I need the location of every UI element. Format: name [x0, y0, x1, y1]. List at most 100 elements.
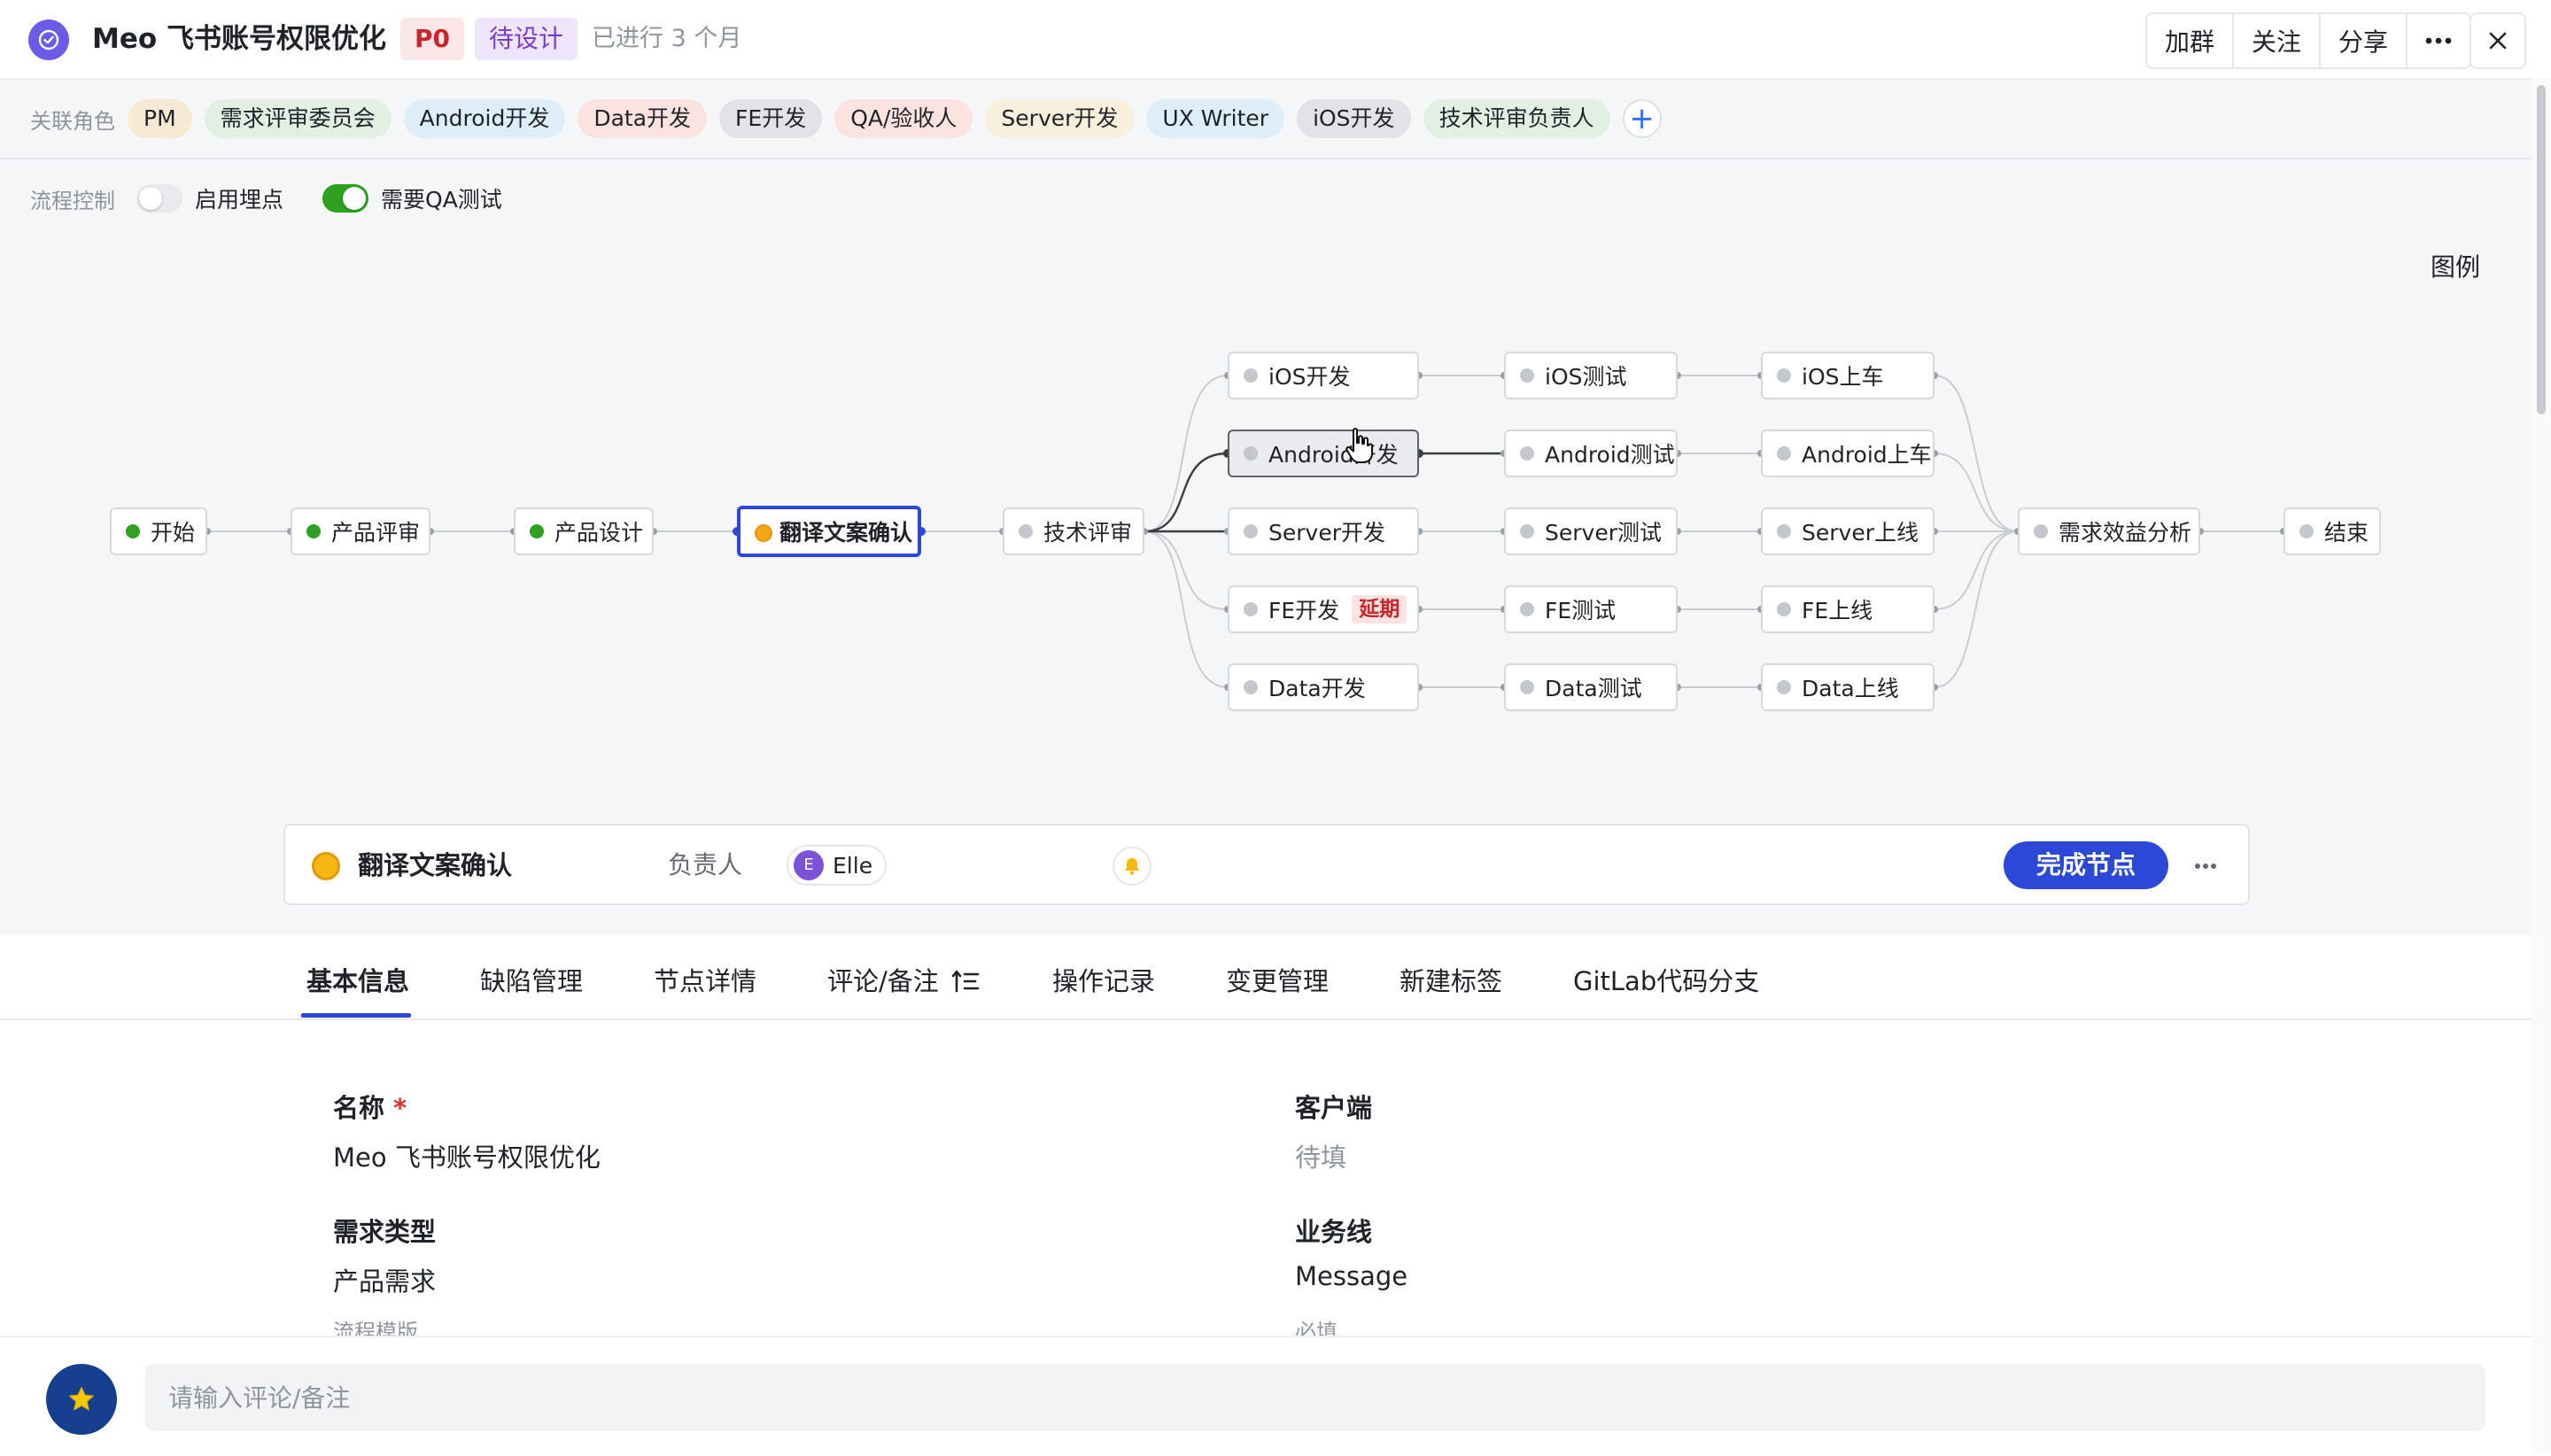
role-tag[interactable]: UX Writer [1146, 99, 1285, 138]
status-dot [1520, 368, 1534, 383]
owner-chip[interactable]: E Elle [787, 845, 888, 886]
flow-node-ios-dev[interactable]: iOS开发 [1228, 352, 1419, 399]
remind-button[interactable] [1113, 847, 1151, 886]
flow-node-data-dev[interactable]: Data开发 [1228, 663, 1419, 711]
tab-new-label[interactable]: 新建标签 [1400, 966, 1503, 996]
status-dot [1520, 446, 1534, 461]
follow-button[interactable]: 关注 [2234, 14, 2322, 67]
page-title: Meo 飞书账号权限优化 [92, 23, 386, 55]
sort-icon[interactable] [951, 969, 980, 994]
flow-node-start[interactable]: 开始 [110, 507, 207, 555]
elapsed-time: 已进行 3 个月 [592, 25, 742, 52]
name-field-label: 名称* [333, 1088, 407, 1125]
scrollbar-thumb[interactable] [2537, 85, 2546, 414]
flow-node-android-dev[interactable]: Android开发 [1228, 430, 1419, 477]
node-label: iOS开发 [1268, 364, 1351, 390]
node-label: 结束 [2324, 520, 2369, 546]
node-label: FE开发 [1268, 598, 1340, 623]
comment-input[interactable] [145, 1364, 2485, 1431]
role-tag[interactable]: QA/验收人 [834, 99, 973, 138]
flow-node-server-dev[interactable]: Server开发 [1228, 507, 1419, 555]
flow-node-benefit-analysis[interactable]: 需求效益分析 [2018, 507, 2200, 555]
flow-node-android-test[interactable]: Android测试 [1504, 430, 1678, 477]
role-tag[interactable]: FE开发 [719, 99, 823, 138]
flow-node-translation-confirm[interactable]: 翻译文案确认 [737, 506, 921, 557]
business-field-value[interactable]: Message [1295, 1261, 1408, 1291]
tab-basic-info[interactable]: 基本信息 [306, 966, 410, 996]
role-tag[interactable]: 需求评审委员会 [204, 99, 392, 138]
status-dot [1520, 602, 1534, 616]
close-button[interactable] [2470, 12, 2526, 69]
role-tag[interactable]: PM [128, 99, 192, 138]
node-label: Android上车 [1802, 442, 1932, 468]
node-label: 技术评审 [1043, 520, 1133, 546]
join-group-button[interactable]: 加群 [2147, 14, 2235, 67]
tab-operation-log[interactable]: 操作记录 [1052, 966, 1156, 996]
tab-defects[interactable]: 缺陷管理 [480, 966, 584, 996]
type-field-value[interactable]: 产品需求 [333, 1266, 437, 1297]
flow-node-tech-review[interactable]: 技术评审 [1003, 507, 1144, 555]
flow-node-fe-dev[interactable]: FE开发延期 [1228, 585, 1419, 633]
tab-gitlab-branch[interactable]: GitLab代码分支 [1573, 966, 1760, 996]
flow-node-product-review[interactable]: 产品评审 [291, 507, 430, 555]
close-icon [2489, 32, 2507, 50]
more-icon [2425, 37, 2452, 44]
status-dot [1777, 602, 1791, 616]
more-button[interactable] [2408, 14, 2470, 67]
top-header: Meo 飞书账号权限优化 P0 待设计 已进行 3 个月 加群 关注 分享 [0, 0, 2551, 80]
node-label: Android开发 [1268, 442, 1399, 468]
priority-badge[interactable]: P0 [400, 18, 465, 60]
status-dot [1244, 446, 1258, 461]
tab-comments[interactable]: 评论/备注 [827, 966, 939, 996]
comment-bar [0, 1336, 2532, 1456]
flow-node-data-test[interactable]: Data测试 [1504, 663, 1678, 711]
status-dot [1520, 680, 1534, 694]
add-role-button[interactable]: + [1622, 99, 1662, 138]
role-tag[interactable]: Android开发 [403, 99, 566, 138]
tracking-toggle[interactable] [136, 184, 182, 213]
complete-node-button[interactable]: 完成节点 [2004, 841, 2168, 889]
flow-node-fe-release[interactable]: FE上线 [1761, 585, 1935, 633]
status-dot [530, 524, 544, 538]
flow-node-server-test[interactable]: Server测试 [1504, 507, 1678, 555]
role-tag[interactable]: iOS开发 [1297, 99, 1411, 138]
avatar: E [794, 850, 824, 880]
tab-change-management[interactable]: 变更管理 [1226, 966, 1330, 996]
role-tag[interactable]: 技术评审负责人 [1423, 99, 1610, 138]
active-tab-indicator [301, 1013, 411, 1018]
flow-node-android-release[interactable]: Android上车 [1761, 430, 1935, 477]
owner-label: 负责人 [668, 850, 743, 879]
flow-node-end[interactable]: 结束 [2283, 507, 2381, 555]
tab-node-details[interactable]: 节点详情 [654, 966, 757, 996]
field-label: 名称 [333, 1093, 385, 1123]
node-label: Server开发 [1268, 520, 1385, 546]
status-dot [1244, 524, 1258, 538]
flow-node-ios-test[interactable]: iOS测试 [1504, 352, 1678, 399]
client-field-value[interactable]: 待填 [1295, 1142, 1347, 1173]
node-label: 翻译文案确认 [779, 520, 913, 546]
business-field-label: 业务线 [1295, 1217, 1373, 1247]
name-field-value[interactable]: Meo 飞书账号权限优化 [333, 1142, 601, 1173]
requirement-icon [28, 19, 69, 60]
scrollbar-track[interactable] [2532, 78, 2551, 1454]
flow-node-fe-test[interactable]: FE测试 [1504, 585, 1678, 633]
node-label: Data开发 [1268, 676, 1366, 701]
role-tag[interactable]: Data开发 [578, 99, 708, 138]
flow-node-data-release[interactable]: Data上线 [1761, 663, 1935, 711]
node-more-button[interactable] [2186, 847, 2225, 886]
qa-test-toggle[interactable] [322, 184, 369, 213]
flow-node-product-design[interactable]: 产品设计 [514, 507, 654, 555]
flow-node-ios-release[interactable]: iOS上车 [1761, 352, 1935, 399]
status-dot [2034, 524, 2048, 538]
legend-button[interactable]: 图例 [2431, 252, 2481, 282]
current-node-bar: 翻译文案确认 负责人 E Elle 完成节点 [283, 824, 2250, 905]
status-badge[interactable]: 待设计 [475, 18, 578, 60]
avatar[interactable] [46, 1364, 117, 1435]
node-label: Server上线 [1802, 520, 1919, 546]
flow-node-server-release[interactable]: Server上线 [1761, 507, 1935, 555]
role-tag[interactable]: Server开发 [985, 99, 1135, 138]
share-button[interactable]: 分享 [2321, 14, 2408, 67]
status-dot [1777, 680, 1791, 694]
current-node-name: 翻译文案确认 [358, 850, 513, 880]
client-field-label: 客户端 [1295, 1093, 1373, 1123]
